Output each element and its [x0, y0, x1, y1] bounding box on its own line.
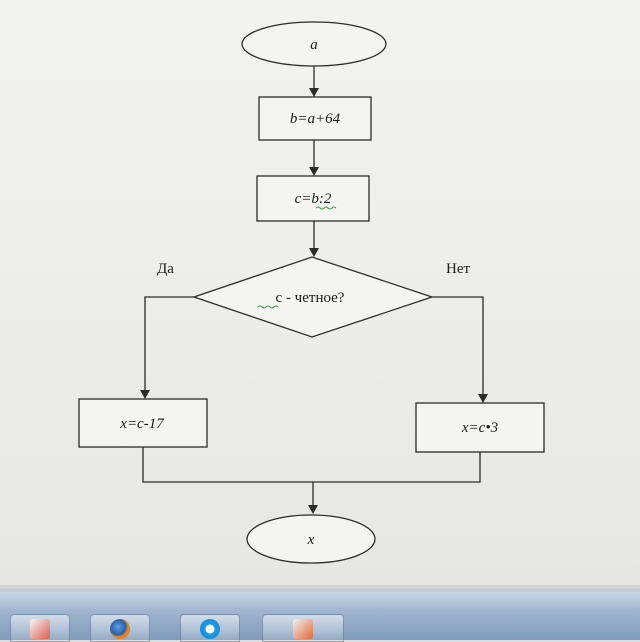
start-label: a: [310, 37, 318, 53]
flowchart-diagram: a b=a+64 c=b:2 c - четное? Да Нет x=: [78, 21, 545, 564]
taskbar-button[interactable]: [180, 614, 240, 642]
page-edge: [0, 585, 640, 595]
yes-branch-line: [144, 296, 194, 392]
yes-label: Да: [157, 261, 174, 277]
spellcheck-underline: [315, 206, 337, 210]
taskbar-button[interactable]: [10, 614, 70, 642]
arrowhead: [308, 505, 318, 514]
process-c-label: c=b:2: [295, 191, 332, 207]
arrowhead: [309, 248, 319, 257]
decision-label: c - четное?: [276, 290, 345, 306]
yes-action-label: x=c-17: [119, 416, 165, 432]
arrowhead: [140, 390, 150, 399]
arrowhead: [309, 167, 319, 176]
end-terminal: [246, 514, 376, 564]
skype-icon: [200, 619, 220, 639]
arrowhead: [309, 88, 319, 97]
taskbar: [0, 592, 640, 642]
firefox-icon: [110, 619, 130, 639]
spellcheck-underline: [257, 305, 279, 309]
merge-line: [142, 447, 481, 483]
taskbar-button[interactable]: [262, 614, 344, 642]
process-b-label: b=a+64: [290, 111, 341, 127]
app-window-icon: [30, 619, 50, 639]
no-branch-line: [432, 296, 484, 396]
no-action-label: x=c•3: [461, 420, 498, 436]
end-label: x: [307, 532, 315, 548]
process-box-c: [256, 175, 370, 222]
window-icon: [293, 619, 313, 639]
arrowhead: [478, 394, 488, 403]
no-label: Нет: [446, 261, 470, 277]
process-box-b: [258, 96, 372, 141]
taskbar-button[interactable]: [90, 614, 150, 642]
